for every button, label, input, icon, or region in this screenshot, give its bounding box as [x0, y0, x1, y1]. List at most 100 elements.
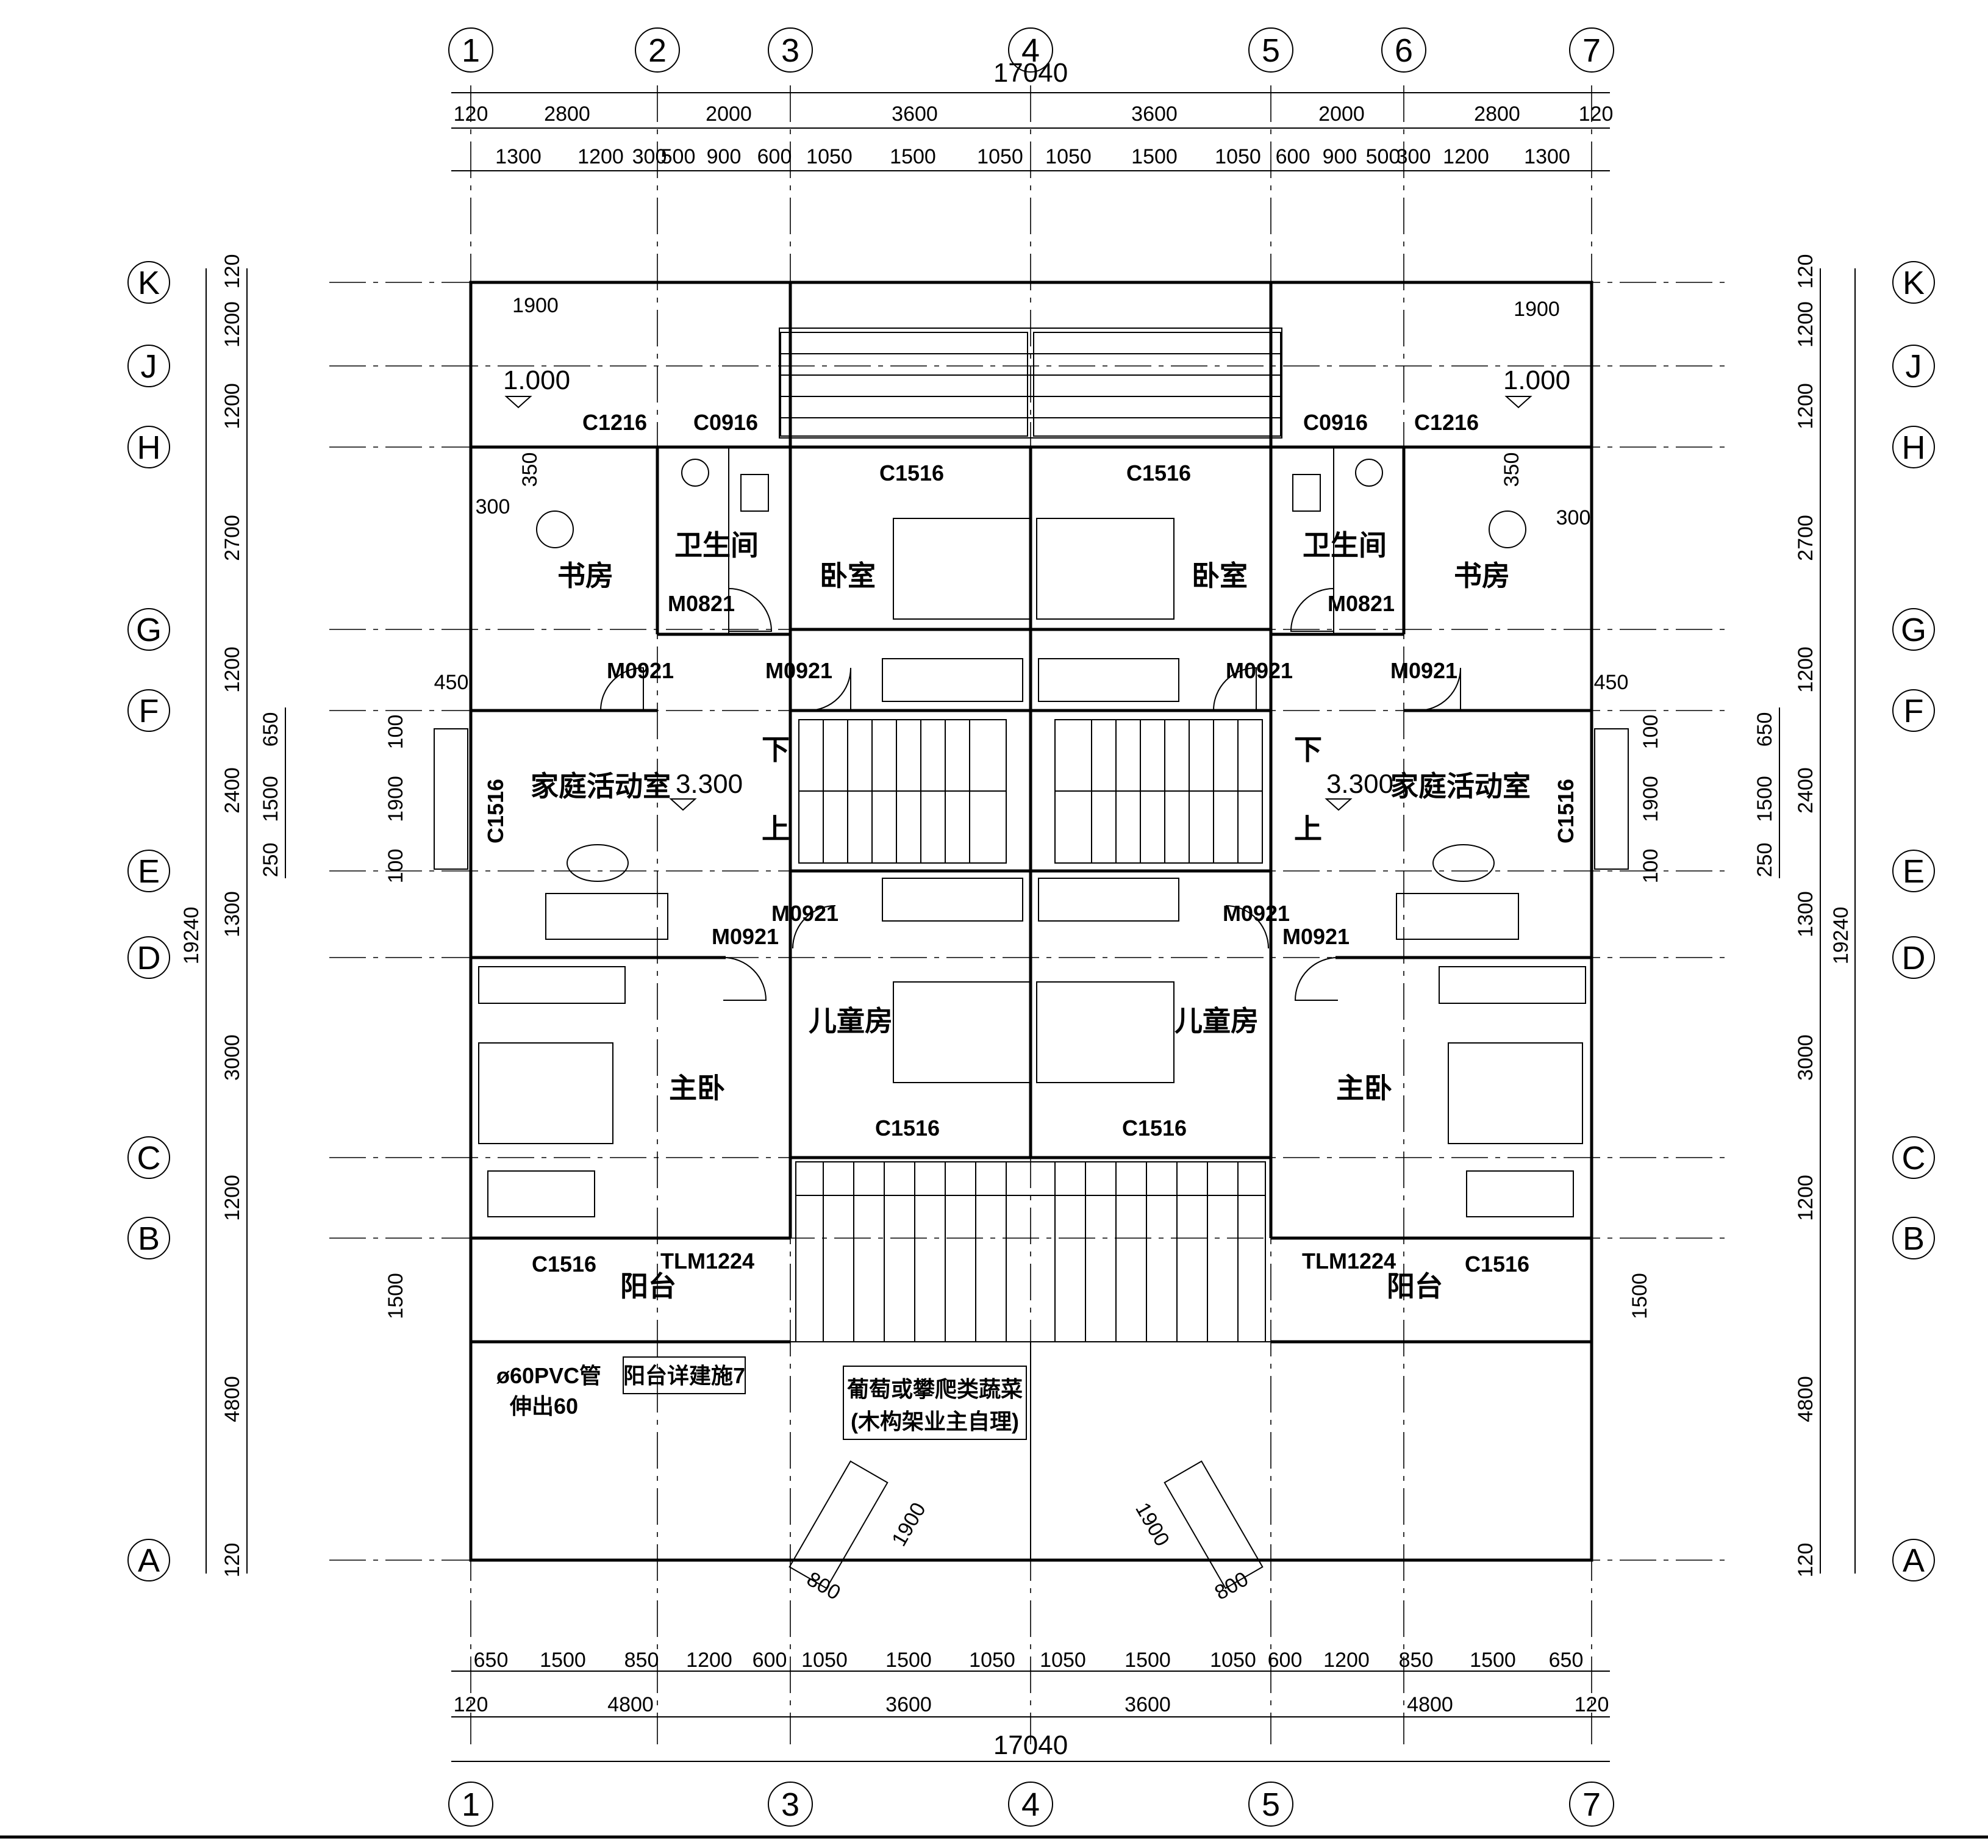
toilet-icon — [740, 474, 769, 512]
wardrobe-icon — [478, 966, 626, 1004]
trellis-bench-icon — [788, 1460, 889, 1589]
stairs-left — [798, 719, 1007, 864]
svg-text:250: 250 — [259, 843, 282, 878]
svg-text:M0921: M0921 — [712, 924, 779, 949]
sofa-icon — [487, 1170, 595, 1217]
svg-text:M0921: M0921 — [1282, 924, 1350, 949]
svg-text:300: 300 — [632, 145, 667, 168]
svg-text:C1516: C1516 — [532, 1252, 596, 1277]
shower-icon — [1290, 587, 1334, 632]
door-swing-icon — [1213, 667, 1257, 711]
pergola-grid — [795, 1161, 1266, 1342]
axis-1-bottom: 1 — [462, 1786, 480, 1823]
level-symbol-icon — [504, 396, 532, 409]
svg-text:D: D — [137, 940, 161, 976]
svg-text:2800: 2800 — [1474, 102, 1520, 126]
roof-tile-pattern — [780, 332, 1281, 437]
svg-text:19240: 19240 — [180, 907, 203, 965]
chair-icon — [1489, 510, 1526, 548]
svg-text:1200: 1200 — [1794, 301, 1817, 348]
room-family-right: 家庭活动室 — [1390, 770, 1531, 802]
svg-text:1.000: 1.000 — [503, 365, 570, 395]
bed-icon — [893, 981, 1031, 1083]
svg-text:M0821: M0821 — [668, 591, 735, 616]
svg-text:C1516: C1516 — [1465, 1252, 1529, 1277]
svg-text:C1516: C1516 — [1122, 1116, 1187, 1141]
svg-text:3000: 3000 — [1794, 1034, 1817, 1081]
svg-text:500: 500 — [1366, 145, 1401, 168]
furniture — [434, 396, 1629, 1589]
svg-text:1300: 1300 — [221, 891, 244, 937]
svg-text:100: 100 — [1639, 849, 1662, 884]
level-symbol-icon — [1325, 798, 1353, 811]
svg-text:C0916: C0916 — [693, 410, 758, 435]
svg-text:350: 350 — [518, 453, 542, 487]
stair-up-right: 上 — [1294, 813, 1322, 845]
svg-text:2000: 2000 — [706, 102, 752, 126]
opening-tags: C1216 C0916 C0916 C1216 C1516 C1516 M082… — [476, 294, 1591, 1605]
note-balcony-detail: 阳台详建施7 — [623, 1363, 745, 1388]
svg-text:J: J — [1906, 348, 1922, 385]
door-swing-icon — [792, 905, 836, 949]
svg-text:M0921: M0921 — [771, 901, 838, 926]
svg-text:1500: 1500 — [540, 1649, 586, 1672]
svg-text:120: 120 — [221, 1543, 244, 1578]
axis-3-top: 3 — [781, 32, 799, 69]
svg-text:C1216: C1216 — [1414, 410, 1479, 435]
svg-text:C1216: C1216 — [582, 410, 647, 435]
svg-text:120: 120 — [221, 254, 244, 289]
svg-text:M0921: M0921 — [1223, 901, 1290, 926]
bed-icon — [1448, 1042, 1583, 1144]
svg-text:M0821: M0821 — [1328, 591, 1395, 616]
svg-text:120: 120 — [1579, 102, 1614, 126]
axis-bubbles-bottom: 1 3 4 5 7 — [448, 1782, 1614, 1827]
wardrobe-icon — [882, 878, 1023, 922]
axis-5-bottom: 5 — [1262, 1786, 1280, 1823]
svg-text:1500: 1500 — [1628, 1273, 1651, 1319]
washbasin-icon — [1355, 459, 1383, 487]
svg-text:4800: 4800 — [607, 1693, 654, 1716]
room-bath-left: 卫生间 — [674, 529, 759, 561]
svg-text:300: 300 — [476, 495, 510, 518]
svg-text:3600: 3600 — [1131, 102, 1178, 126]
svg-text:C1516: C1516 — [875, 1116, 940, 1141]
svg-text:1200: 1200 — [1443, 145, 1489, 168]
note-pvc: ø60PVC管 — [496, 1363, 601, 1388]
svg-text:2800: 2800 — [544, 102, 590, 126]
svg-text:1200: 1200 — [221, 1175, 244, 1221]
svg-text:C1516: C1516 — [483, 779, 508, 843]
axis-2-top: 2 — [648, 32, 667, 69]
svg-text:1500: 1500 — [885, 1649, 932, 1672]
svg-text:1200: 1200 — [577, 145, 624, 168]
svg-text:100: 100 — [1639, 715, 1662, 750]
room-balcony-right: 阳台 — [1387, 1270, 1443, 1302]
svg-text:1300: 1300 — [1794, 891, 1817, 937]
dimensions-bottom: 650 1500 850 1200 600 1050 1500 1050 105… — [451, 1649, 1610, 1762]
svg-text:300: 300 — [1556, 506, 1591, 529]
svg-text:1900: 1900 — [1639, 776, 1662, 822]
svg-text:350: 350 — [1500, 453, 1523, 487]
svg-text:4800: 4800 — [1407, 1693, 1453, 1716]
svg-text:2400: 2400 — [1794, 767, 1817, 814]
axis-7-top: 7 — [1582, 32, 1601, 69]
room-master-right: 主卧 — [1336, 1072, 1392, 1104]
svg-text:K: K — [138, 265, 160, 301]
level-symbol-icon — [669, 798, 697, 811]
svg-text:1050: 1050 — [1045, 145, 1092, 168]
svg-text:3600: 3600 — [1125, 1693, 1171, 1716]
svg-text:650: 650 — [259, 712, 282, 747]
svg-text:250: 250 — [1753, 843, 1776, 878]
svg-text:A: A — [1903, 1542, 1925, 1579]
svg-text:1900: 1900 — [887, 1499, 931, 1550]
svg-text:850: 850 — [624, 1649, 659, 1672]
dimensions-top: 17040 120 2800 2000 3600 3600 2000 2800 … — [451, 58, 1613, 171]
axis-6-top: 6 — [1395, 32, 1413, 69]
svg-text:120: 120 — [1575, 1693, 1609, 1716]
svg-text:2400: 2400 — [221, 767, 244, 814]
svg-text:600: 600 — [753, 1649, 787, 1672]
svg-text:G: G — [1901, 612, 1926, 648]
svg-text:1500: 1500 — [1131, 145, 1178, 168]
door-swing-icon — [807, 667, 851, 711]
bay-window-icon — [1594, 728, 1629, 870]
